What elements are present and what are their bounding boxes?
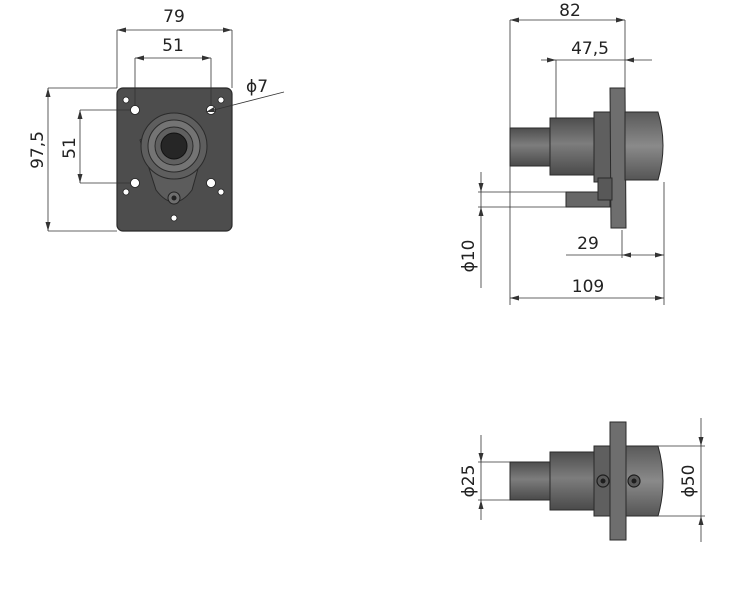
dim-front-width: 79 <box>163 7 185 27</box>
side-view: 82 47,5 ϕ10 29 109 <box>459 1 665 305</box>
dim-side-total-length: 109 <box>572 277 604 297</box>
dim-front-vertical-spacing: 51 <box>60 137 80 159</box>
housing-body <box>549 117 599 176</box>
flange-plate <box>609 87 627 229</box>
dim-side-cap-length: 29 <box>577 234 599 254</box>
shaft-bore <box>160 132 188 160</box>
dim-side-shaft-length: 47,5 <box>571 39 609 59</box>
front-view: 79 51 ϕ7 97,5 51 <box>28 7 285 232</box>
bottom-housing-body <box>549 451 599 511</box>
bottom-flange-plate <box>609 421 627 541</box>
dim-bottom-shaft-diameter: ϕ25 <box>459 465 479 498</box>
bottom-view: ϕ25 ϕ50 <box>459 418 705 542</box>
shaft-end <box>509 127 556 167</box>
end-cap <box>624 111 664 181</box>
mount-hole <box>206 178 216 188</box>
bolt-center <box>600 478 606 484</box>
mount-hole <box>217 96 225 104</box>
mount-hole <box>130 105 140 115</box>
housing-collar <box>593 111 613 183</box>
dim-front-hole-spacing: 51 <box>162 36 184 56</box>
dim-front-hole-diameter: ϕ7 <box>246 77 268 97</box>
mount-hole <box>122 188 130 196</box>
dim-side-flange-length: 82 <box>559 1 581 21</box>
bottom-shaft-end <box>509 461 556 501</box>
mount-hole <box>170 214 178 222</box>
mount-hole <box>130 178 140 188</box>
mount-hole <box>122 96 130 104</box>
dim-side-pin-diameter: ϕ10 <box>459 240 479 273</box>
bolt-center <box>631 478 637 484</box>
dim-front-height: 97,5 <box>28 131 48 169</box>
grease-nipple-inner <box>171 195 177 201</box>
mount-hole <box>217 188 225 196</box>
dim-bottom-cap-diameter: ϕ50 <box>679 465 699 498</box>
pin-bracket <box>597 177 613 201</box>
